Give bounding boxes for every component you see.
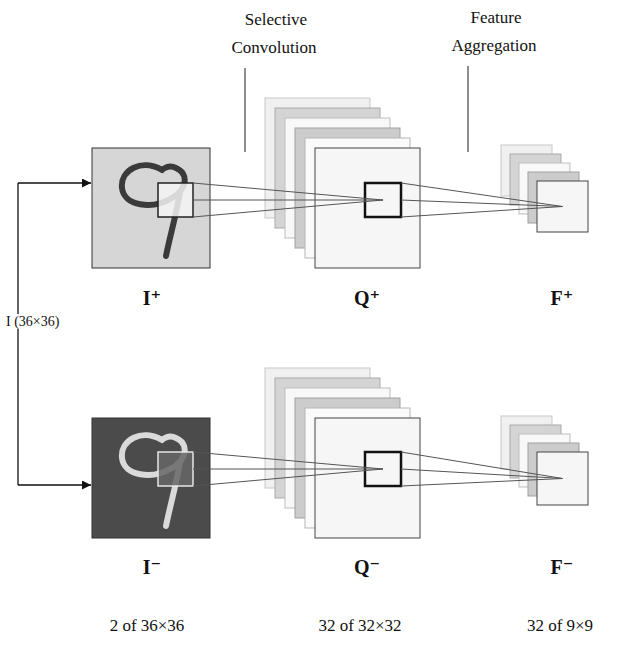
feature-map-stack: F⁺ [501, 145, 588, 313]
input-arrow [18, 484, 91, 485]
label-holder: I (36×36) [4, 310, 61, 334]
leader-line [467, 66, 468, 152]
feature-map-layer [315, 418, 420, 538]
leader-line [244, 68, 245, 152]
node-label-holder: F⁻ [532, 556, 592, 578]
stage-title: Feature Aggregation [452, 8, 539, 55]
projection-line [193, 200, 383, 201]
node-label: Q⁺ [354, 287, 380, 309]
projection-fan [401, 183, 563, 217]
feature-map-stack: F⁻ [501, 416, 588, 582]
size-caption: 2 of 36×36 [108, 616, 187, 635]
feature-map-stack: Q⁻ [265, 368, 420, 582]
node-label-holder: I⁺ [122, 287, 182, 309]
projection-line [401, 200, 563, 207]
node-label: F⁺ [551, 287, 574, 309]
input-image: I⁻ [92, 418, 210, 582]
projection-fan [193, 452, 383, 486]
projection-line [193, 452, 383, 469]
node-label: Q⁻ [354, 556, 380, 578]
receptive-window [158, 183, 193, 217]
label-holder: Selective Convolution [220, 6, 330, 62]
size-caption: 32 of 9×9 [525, 616, 595, 635]
stage-title: Selective Convolution [231, 10, 318, 57]
node-label-holder: F⁺ [532, 287, 592, 309]
node-label: I⁺ [143, 287, 161, 309]
image-frame [92, 418, 210, 538]
label-holder: Feature Aggregation [440, 4, 550, 60]
projection-line [401, 479, 563, 487]
node-label: I⁻ [143, 556, 161, 578]
input-split-line [17, 183, 18, 485]
node-label-holder: Q⁻ [337, 556, 397, 578]
node-label-holder: I⁻ [122, 556, 182, 578]
label-holder: 32 of 9×9 [490, 612, 624, 640]
feature-map-layer [537, 452, 588, 505]
feature-map-layer [537, 181, 588, 232]
projection-line [193, 469, 383, 470]
projection-line [193, 183, 383, 200]
node-shape [265, 98, 420, 313]
size-caption: 32 of 32×32 [316, 616, 403, 635]
projection-line [193, 469, 383, 486]
node-shape [265, 368, 420, 582]
node-shape [501, 145, 588, 313]
feature-map-layer [315, 148, 420, 268]
projection-fan [401, 452, 563, 486]
node-label: F⁻ [551, 556, 574, 578]
label-holder: 2 of 36×36 [77, 612, 217, 640]
receptive-window [158, 452, 193, 486]
projection-line [401, 207, 563, 218]
node-label-holder: Q⁺ [337, 287, 397, 309]
projection-line [401, 469, 563, 479]
projection-line [401, 183, 563, 207]
projection-fan [193, 183, 383, 217]
receptive-window [365, 183, 401, 217]
input-arrow [18, 182, 91, 183]
input-image: I⁺ [92, 148, 210, 313]
feature-map-stack: Q⁺ [265, 98, 420, 313]
image-frame [92, 148, 210, 268]
node-shape [501, 416, 588, 582]
projection-line [193, 200, 383, 217]
input-label: I (36×36) [4, 314, 61, 329]
receptive-window [365, 452, 401, 486]
projection-line [401, 452, 563, 479]
label-holder: 32 of 32×32 [290, 612, 430, 640]
